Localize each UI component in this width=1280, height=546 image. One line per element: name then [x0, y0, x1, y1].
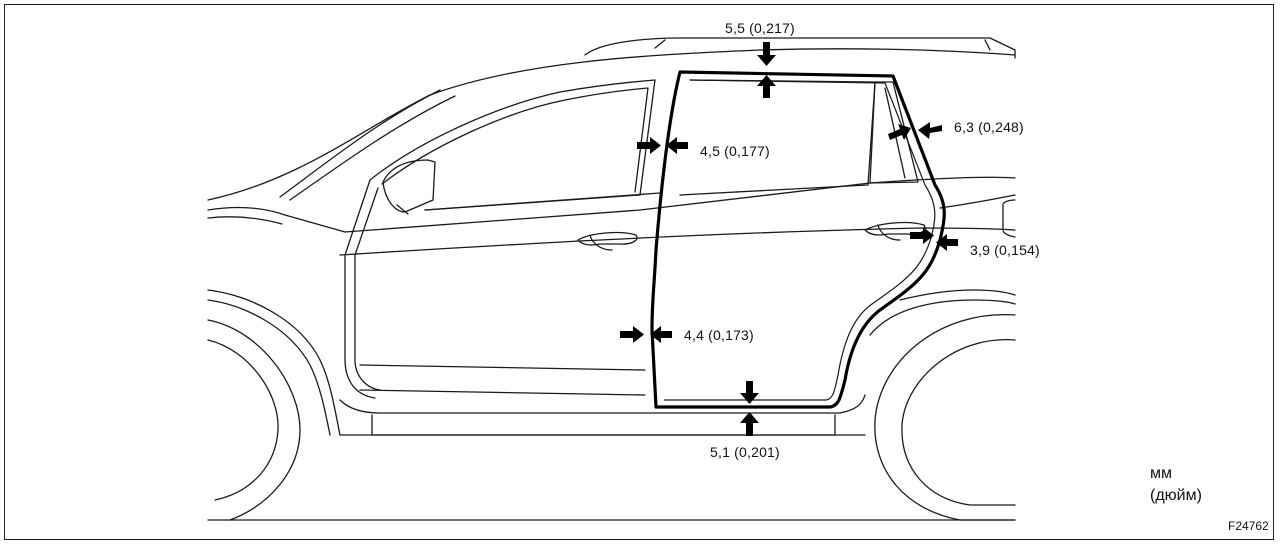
arrow-pillar-lower-right — [620, 326, 644, 343]
arrow-pillar-upper-left — [666, 137, 688, 154]
arrow-rear-upper-left — [918, 122, 942, 139]
measurement-bottom: 5,1 (0,201) — [710, 444, 780, 460]
roof-outline — [207, 48, 1016, 201]
hood — [207, 206, 346, 233]
arrow-pillar-lower-left — [650, 326, 672, 343]
front-door-handle — [577, 231, 638, 246]
arrow-bottom-down — [740, 381, 759, 404]
unit-imperial: (дюйм) — [1150, 487, 1202, 504]
arrow-rear-upper-right — [888, 124, 911, 140]
front-wheel-arch — [207, 289, 341, 436]
roof-rail — [584, 37, 1016, 59]
arrow-pillar-upper-right — [637, 137, 661, 154]
side-mirror — [382, 159, 436, 213]
figure-frame — [4, 4, 1274, 540]
rocker-panel — [339, 394, 866, 436]
rear-wheel — [874, 314, 1016, 521]
figure-id: F24762 — [1228, 519, 1269, 533]
rear-wheel-arch — [869, 289, 1016, 336]
front-window — [369, 79, 656, 211]
belt-line — [344, 176, 1016, 233]
front-wheel — [207, 319, 301, 521]
unit-metric: мм — [1150, 465, 1172, 482]
arrow-rear-lower-left — [936, 234, 958, 251]
arrow-top-up — [757, 75, 776, 98]
arrow-rear-lower-right — [910, 227, 934, 244]
measurement-pillar-lower: 4,4 (0,173) — [684, 327, 754, 343]
arrow-bottom-up — [740, 412, 759, 436]
rear-quarter-window — [869, 81, 919, 184]
front-door-edge — [344, 179, 376, 399]
measurement-rear-upper: 6,3 (0,248) — [954, 119, 1024, 135]
measurement-top: 5,5 (0,217) — [725, 20, 795, 36]
arrow-top-down — [757, 42, 776, 66]
measurement-rear-lower: 3,9 (0,154) — [970, 242, 1040, 258]
measurement-pillar-upper: 4,5 (0,177) — [700, 143, 770, 159]
windshield — [279, 89, 456, 201]
